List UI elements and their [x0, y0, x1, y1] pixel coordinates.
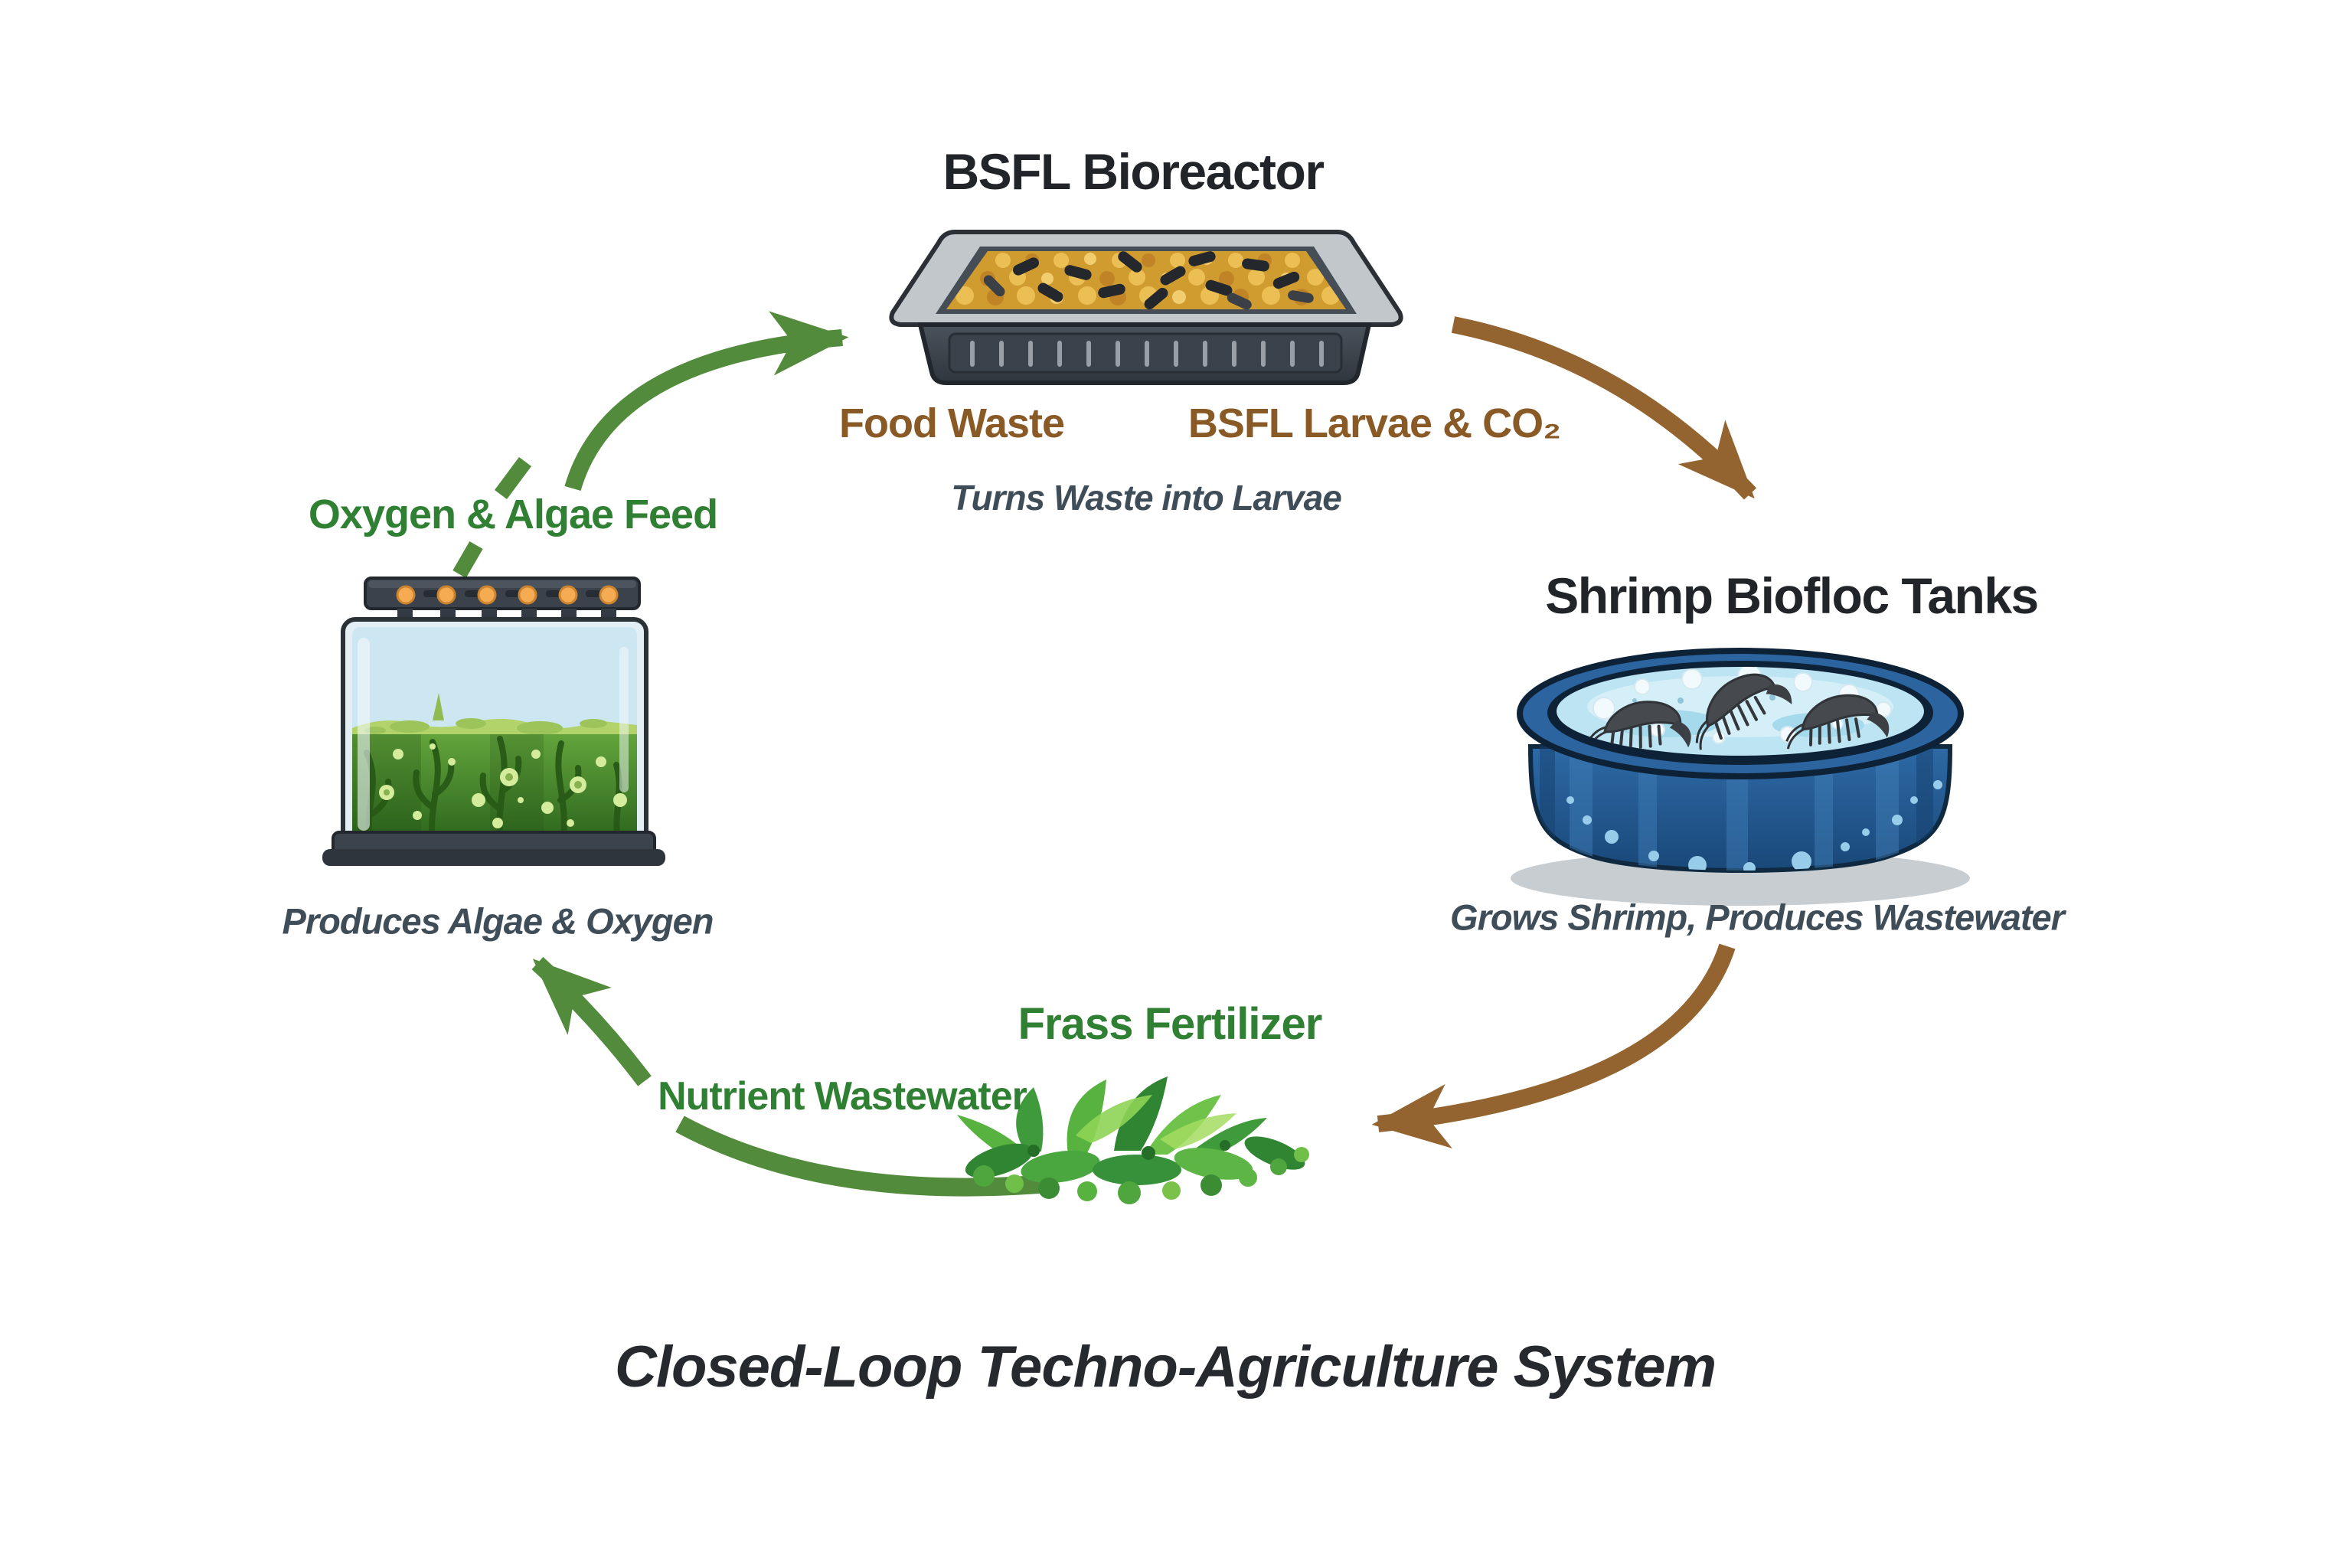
frass-fertilizer-illustration [919, 1070, 1378, 1243]
algae-photobioreactor-illustration [318, 570, 670, 877]
tub-bubbles [1566, 780, 1942, 871]
food-waste-label: Food Waste [839, 400, 1065, 446]
bsfl-bioreactor-title: BSFL Bioreactor [942, 143, 1325, 200]
bsfl-larvae [1013, 251, 1300, 309]
bsfl-larvae-light [983, 275, 1314, 309]
arrow-shrimp-to-frass [1371, 943, 1736, 1148]
algae-caption: Produces Algae & Oxygen [282, 900, 714, 942]
shrimp-caption: Grows Shrimp, Produces Wastewater [1450, 897, 2065, 938]
arrow-frass-to-algae-head [531, 956, 652, 1086]
oxygen-algae-feed-label: Oxygen & Algae Feed [308, 492, 718, 537]
food-waste-pellets [956, 251, 1340, 309]
bsfl-bioreactor-illustration [873, 222, 1424, 398]
shrimp-biofloc-tank-illustration [1497, 639, 1979, 915]
frass-leaves [957, 1076, 1305, 1185]
algae-bubbles [379, 743, 627, 828]
shrimp-biofloc-title: Shrimp Biofloc Tanks [1545, 567, 2039, 624]
bsfl-larvae-co2-label: BSFL Larvae & CO₂ [1187, 400, 1561, 446]
diagram-main-title: Closed-Loop Techno-Agriculture System [614, 1334, 1717, 1400]
grow-lights [396, 585, 619, 605]
frass-fertilizer-title: Frass Fertilizer [1018, 999, 1323, 1049]
bsfl-bioreactor-caption: Turns Waste into Larvae [951, 478, 1342, 518]
tray-ticks [970, 341, 1324, 367]
arrow-algae-to-bioreactor [564, 311, 849, 492]
tank-base-lip [322, 849, 665, 866]
arrow-algae-dash-upper [494, 457, 532, 499]
nutrient-wastewater-label: Nutrient Wastewater [658, 1074, 1027, 1119]
frass-pellets [973, 1147, 1309, 1204]
